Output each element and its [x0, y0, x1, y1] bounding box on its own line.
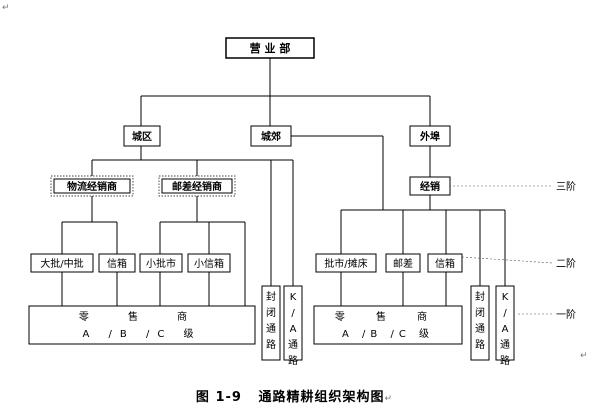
node-suburb: 城郊: [250, 125, 292, 147]
figure-title: 通路精耕组织架构图: [258, 390, 385, 405]
node-closed-channel-left: 封闭通路: [261, 285, 281, 361]
node-closed-channel-right-label: 封闭通路: [475, 290, 485, 351]
node-dealer-label: 经销: [420, 180, 440, 193]
node-retailer-right-grades: A /B /C 级: [342, 328, 434, 340]
node-suburb-label: 城郊: [261, 130, 281, 143]
node-mailbox-right: 信箱: [427, 253, 463, 273]
connectors: [61, 58, 553, 315]
node-post-dealer: 邮差经销商: [158, 175, 236, 197]
node-wholesale-label: 大批/中批: [40, 257, 83, 270]
node-small-wholesale-label: 小批市: [146, 257, 176, 270]
node-urban-label: 城区: [132, 130, 152, 143]
node-closed-channel-right: 封闭通路: [470, 285, 490, 361]
level-second-label: 二阶: [556, 257, 576, 270]
node-outer: 外埠: [409, 125, 451, 147]
node-wholesale: 大批/中批: [30, 253, 94, 273]
node-retailer-left: 零 售 商 A /B /C 级: [28, 305, 256, 345]
node-retailer-right: 零 售 商 A /B /C 级: [313, 305, 463, 345]
node-sales-dept-label: 营 业 部: [250, 41, 291, 55]
figure-number: 图 1-9: [195, 390, 242, 405]
node-urban: 城区: [123, 125, 161, 147]
node-market-stall-label: 批市/摊床: [324, 257, 367, 270]
return-mark: ↵: [2, 3, 10, 13]
node-small-wholesale: 小批市: [139, 253, 183, 273]
node-small-mailbox-label: 小信箱: [194, 257, 224, 270]
node-mailbox-left-label: 信箱: [107, 257, 127, 270]
node-mailbox-left: 信箱: [98, 253, 136, 273]
node-mailbox-right-label: 信箱: [435, 257, 455, 270]
return-mark: ↵: [580, 351, 588, 361]
node-post-dealer-label: 邮差经销商: [172, 180, 222, 193]
node-outer-label: 外埠: [419, 130, 440, 143]
figure-caption: 图 1-9 通路精耕组织架构图↵: [0, 386, 589, 405]
node-postman: 邮差: [385, 253, 421, 273]
level-third-label: 三阶: [556, 180, 576, 193]
node-retailer-right-title: 零 售 商: [335, 310, 441, 323]
node-retailer-left-title: 零 售 商: [79, 310, 205, 323]
node-logistics-dealer-label: 物流经销商: [67, 180, 117, 193]
level-first-label: 一阶: [556, 308, 576, 321]
node-dealer: 经销: [409, 176, 451, 196]
node-closed-channel-left-label: 封闭通路: [266, 290, 276, 351]
node-postman-label: 邮差: [393, 257, 413, 270]
node-retailer-left-grades: A /B /C 级: [83, 328, 202, 340]
node-logistics-dealer: 物流经销商: [50, 175, 134, 197]
node-market-stall: 批市/摊床: [315, 253, 377, 273]
node-sales-dept: 营 业 部: [225, 37, 315, 59]
return-mark: ↵: [384, 394, 394, 404]
node-small-mailbox: 小信箱: [187, 253, 231, 273]
